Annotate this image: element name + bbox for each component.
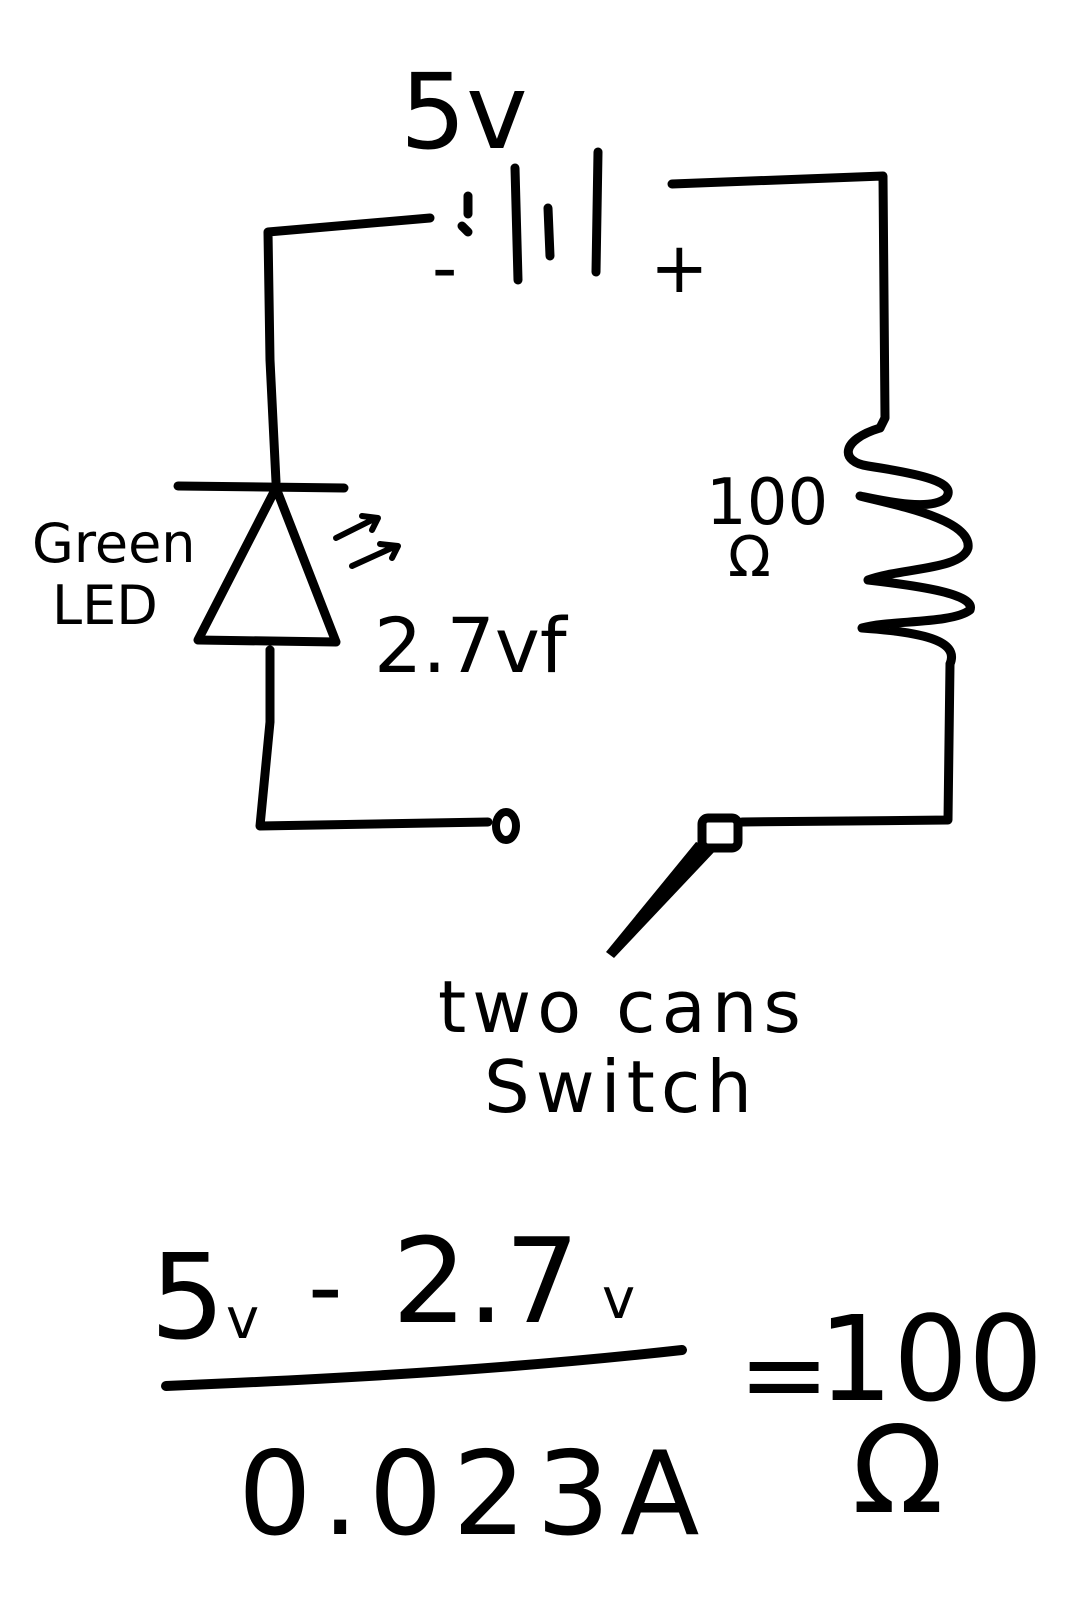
battery-minus-sign: - [432, 227, 457, 309]
equation-equals: = [738, 1310, 830, 1438]
resistor-unit: Ω [728, 525, 771, 590]
led-name-line2: LED [52, 574, 158, 637]
wire-bottom-right [737, 659, 955, 827]
wire-top-right [667, 171, 890, 433]
battery-plate-3 [543, 203, 555, 261]
switch-left-contact [492, 808, 520, 844]
switch-label-line1: two cans [438, 965, 807, 1049]
battery-plus-sign: + [650, 227, 709, 309]
resistor-value: 100 [706, 466, 828, 540]
equation-numerator-a-unit: v [226, 1287, 259, 1352]
equation-result: 100 [818, 1290, 1043, 1428]
resistor-symbol [844, 423, 975, 669]
battery-symbol [457, 147, 603, 285]
led-bar [173, 481, 349, 493]
switch-symbol [492, 808, 743, 958]
resistor-zigzag [844, 423, 975, 669]
switch-right-contact [697, 813, 743, 853]
wire-top-left [263, 213, 435, 487]
switch-label-line2: Switch [484, 1045, 758, 1129]
battery-plate-2 [510, 163, 523, 285]
led-triangle [193, 483, 341, 647]
equation-minus: - [308, 1231, 343, 1343]
led-forward-voltage: 2.7vf [374, 601, 569, 690]
battery-tick-a [457, 221, 473, 237]
led-symbol [173, 481, 349, 665]
battery-voltage-label: 5v [400, 51, 528, 173]
equation-result-unit: Ω [852, 1402, 944, 1541]
led-light-arrows-icon [333, 513, 401, 569]
switch-lever [606, 842, 716, 958]
battery-plate-4 [591, 147, 603, 277]
equation-numerator-b: 2.7 [392, 1212, 580, 1350]
equation-denominator: 0.023A [238, 1427, 709, 1562]
equation-numerator-b-unit: v [602, 1267, 635, 1332]
equation-fraction-bar [161, 1345, 687, 1391]
circuit-wires [255, 171, 955, 831]
ohms-law-equation: 5 v - 2.7 v 0.023A = 100 Ω [150, 1212, 1043, 1562]
equation-numerator-a: 5 [150, 1228, 225, 1366]
led-name-line1: Green [32, 512, 196, 575]
